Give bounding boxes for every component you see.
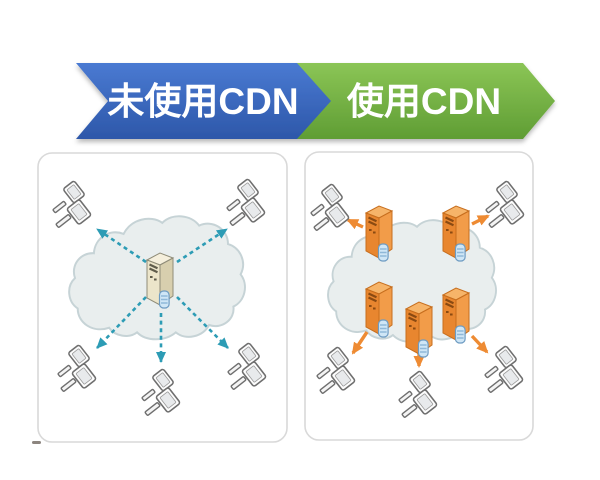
edge-server-icon (404, 300, 434, 359)
with-cdn-panel (304, 151, 534, 441)
stray-mark (32, 441, 41, 444)
banner: 未使用CDN 使用CDN (76, 63, 555, 139)
with-cdn-chevron (292, 63, 555, 139)
edge-server-icon (441, 204, 471, 263)
dashed-request-arrows (96, 227, 229, 363)
edge-server-icon (364, 280, 394, 339)
without-cdn-chevron (76, 63, 331, 139)
without-cdn-panel (37, 152, 288, 443)
solid-delivery-arrows (346, 214, 490, 368)
with-cdn-label: 使用CDN (347, 81, 501, 122)
edge-server-icon (364, 204, 394, 263)
edge-server-icon (441, 286, 471, 345)
origin-server-icon (145, 251, 175, 310)
without-cdn-label: 未使用CDN (107, 81, 298, 122)
